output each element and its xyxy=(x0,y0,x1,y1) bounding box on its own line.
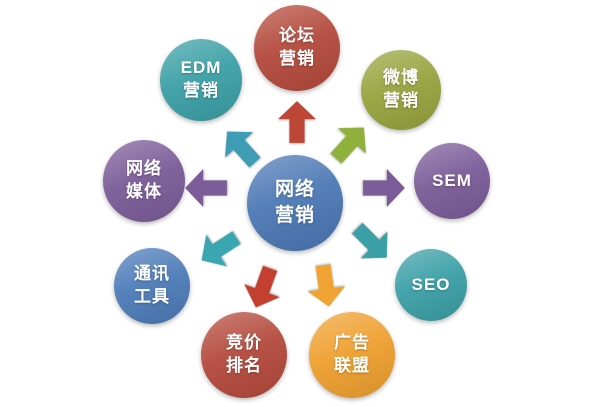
node-bidding-ranking: 竞价 排名 xyxy=(201,312,287,398)
arrow-to-sem xyxy=(363,169,405,207)
arrow-down-icon xyxy=(307,264,346,307)
arrow-right-icon xyxy=(363,169,405,207)
arrow-down-left-icon xyxy=(244,265,280,308)
arrow-up-left-icon xyxy=(224,131,261,168)
node-ad-alliance: 广告 联盟 xyxy=(309,312,395,398)
node-sem: SEM xyxy=(414,143,490,219)
arrow-left-down-icon xyxy=(201,231,241,267)
arrow-to-edm-marketing xyxy=(224,131,261,168)
center-node-network-marketing: 网络 营销 xyxy=(247,155,343,251)
node-ad-alliance-label: 广告 联盟 xyxy=(334,333,370,375)
node-weibo-marketing-label: 微博 营销 xyxy=(383,68,419,110)
node-network-media-label: 网络 媒体 xyxy=(126,159,162,201)
arrow-to-forum-marketing xyxy=(278,101,316,143)
node-communication-tools: 通讯 工具 xyxy=(114,248,190,324)
arrow-to-bidding-ranking xyxy=(244,265,280,308)
arrow-to-network-media xyxy=(185,169,227,207)
node-edm-marketing-label: EDM 营销 xyxy=(180,58,222,100)
node-seo: SEO xyxy=(395,249,467,321)
arrow-up-icon xyxy=(278,101,316,143)
arrow-to-ad-alliance xyxy=(307,264,346,307)
node-sem-label: SEM xyxy=(432,170,472,190)
node-weibo-marketing: 微博 营销 xyxy=(361,50,441,130)
arrow-to-seo xyxy=(351,222,388,259)
arrow-down-right-icon xyxy=(351,222,388,259)
arrow-to-weibo-marketing xyxy=(330,127,367,164)
node-seo-label: SEO xyxy=(411,274,451,294)
center-node-label: 网络 营销 xyxy=(274,179,315,226)
node-forum-marketing-label: 论坛 营销 xyxy=(279,26,315,68)
node-forum-marketing: 论坛 营销 xyxy=(254,5,340,91)
arrow-to-communication-tools xyxy=(201,231,241,267)
node-edm-marketing: EDM 营销 xyxy=(160,39,242,121)
node-bidding-ranking-label: 竞价 排名 xyxy=(226,333,262,375)
arrow-up-right-icon xyxy=(330,127,367,164)
arrow-left-icon xyxy=(185,169,227,207)
node-communication-tools-label: 通讯 工具 xyxy=(134,264,170,306)
node-network-media: 网络 媒体 xyxy=(103,140,185,222)
